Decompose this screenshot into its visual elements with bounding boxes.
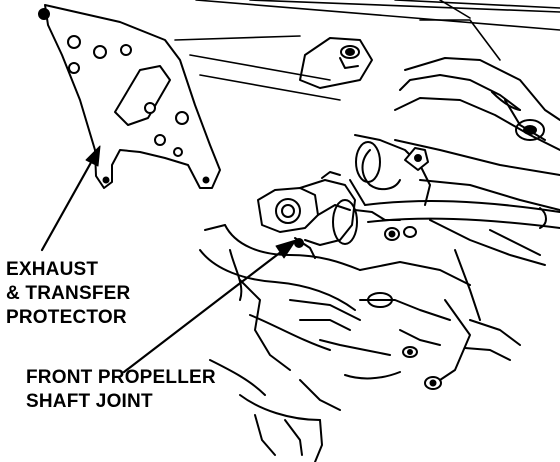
joint-label-line-2: SHAFT JOINT [26, 391, 153, 412]
upper-mount-bracket [299, 37, 373, 89]
chassis-lines [174, 0, 560, 101]
joint-label-line-1: FRONT PROPELLER [26, 367, 216, 388]
exhaust-label-line-2: & TRANSFER [6, 283, 131, 304]
callout-leaders [40, 145, 297, 374]
transmission-case [394, 57, 560, 321]
exhaust-label-line-3: PROTECTOR [6, 307, 127, 328]
exhaust-pipe [364, 199, 560, 229]
front-axle-housing [199, 224, 521, 462]
exhaust-transfer-protector-plate [38, 4, 221, 189]
transfer-case-housing [349, 134, 431, 206]
exhaust-transfer-protector-label: EXHAUST & TRANSFER PROTECTOR [6, 258, 130, 330]
arrowhead-exhaust-protector [85, 145, 101, 167]
arrowhead-propeller-joint [275, 239, 297, 259]
leader-propeller-joint [122, 243, 292, 374]
front-propeller-shaft-joint-label: FRONT PROPELLER SHAFT JOINT [26, 366, 216, 414]
leader-exhaust-protector [40, 148, 100, 252]
exhaust-label-line-1: EXHAUST [6, 259, 99, 280]
